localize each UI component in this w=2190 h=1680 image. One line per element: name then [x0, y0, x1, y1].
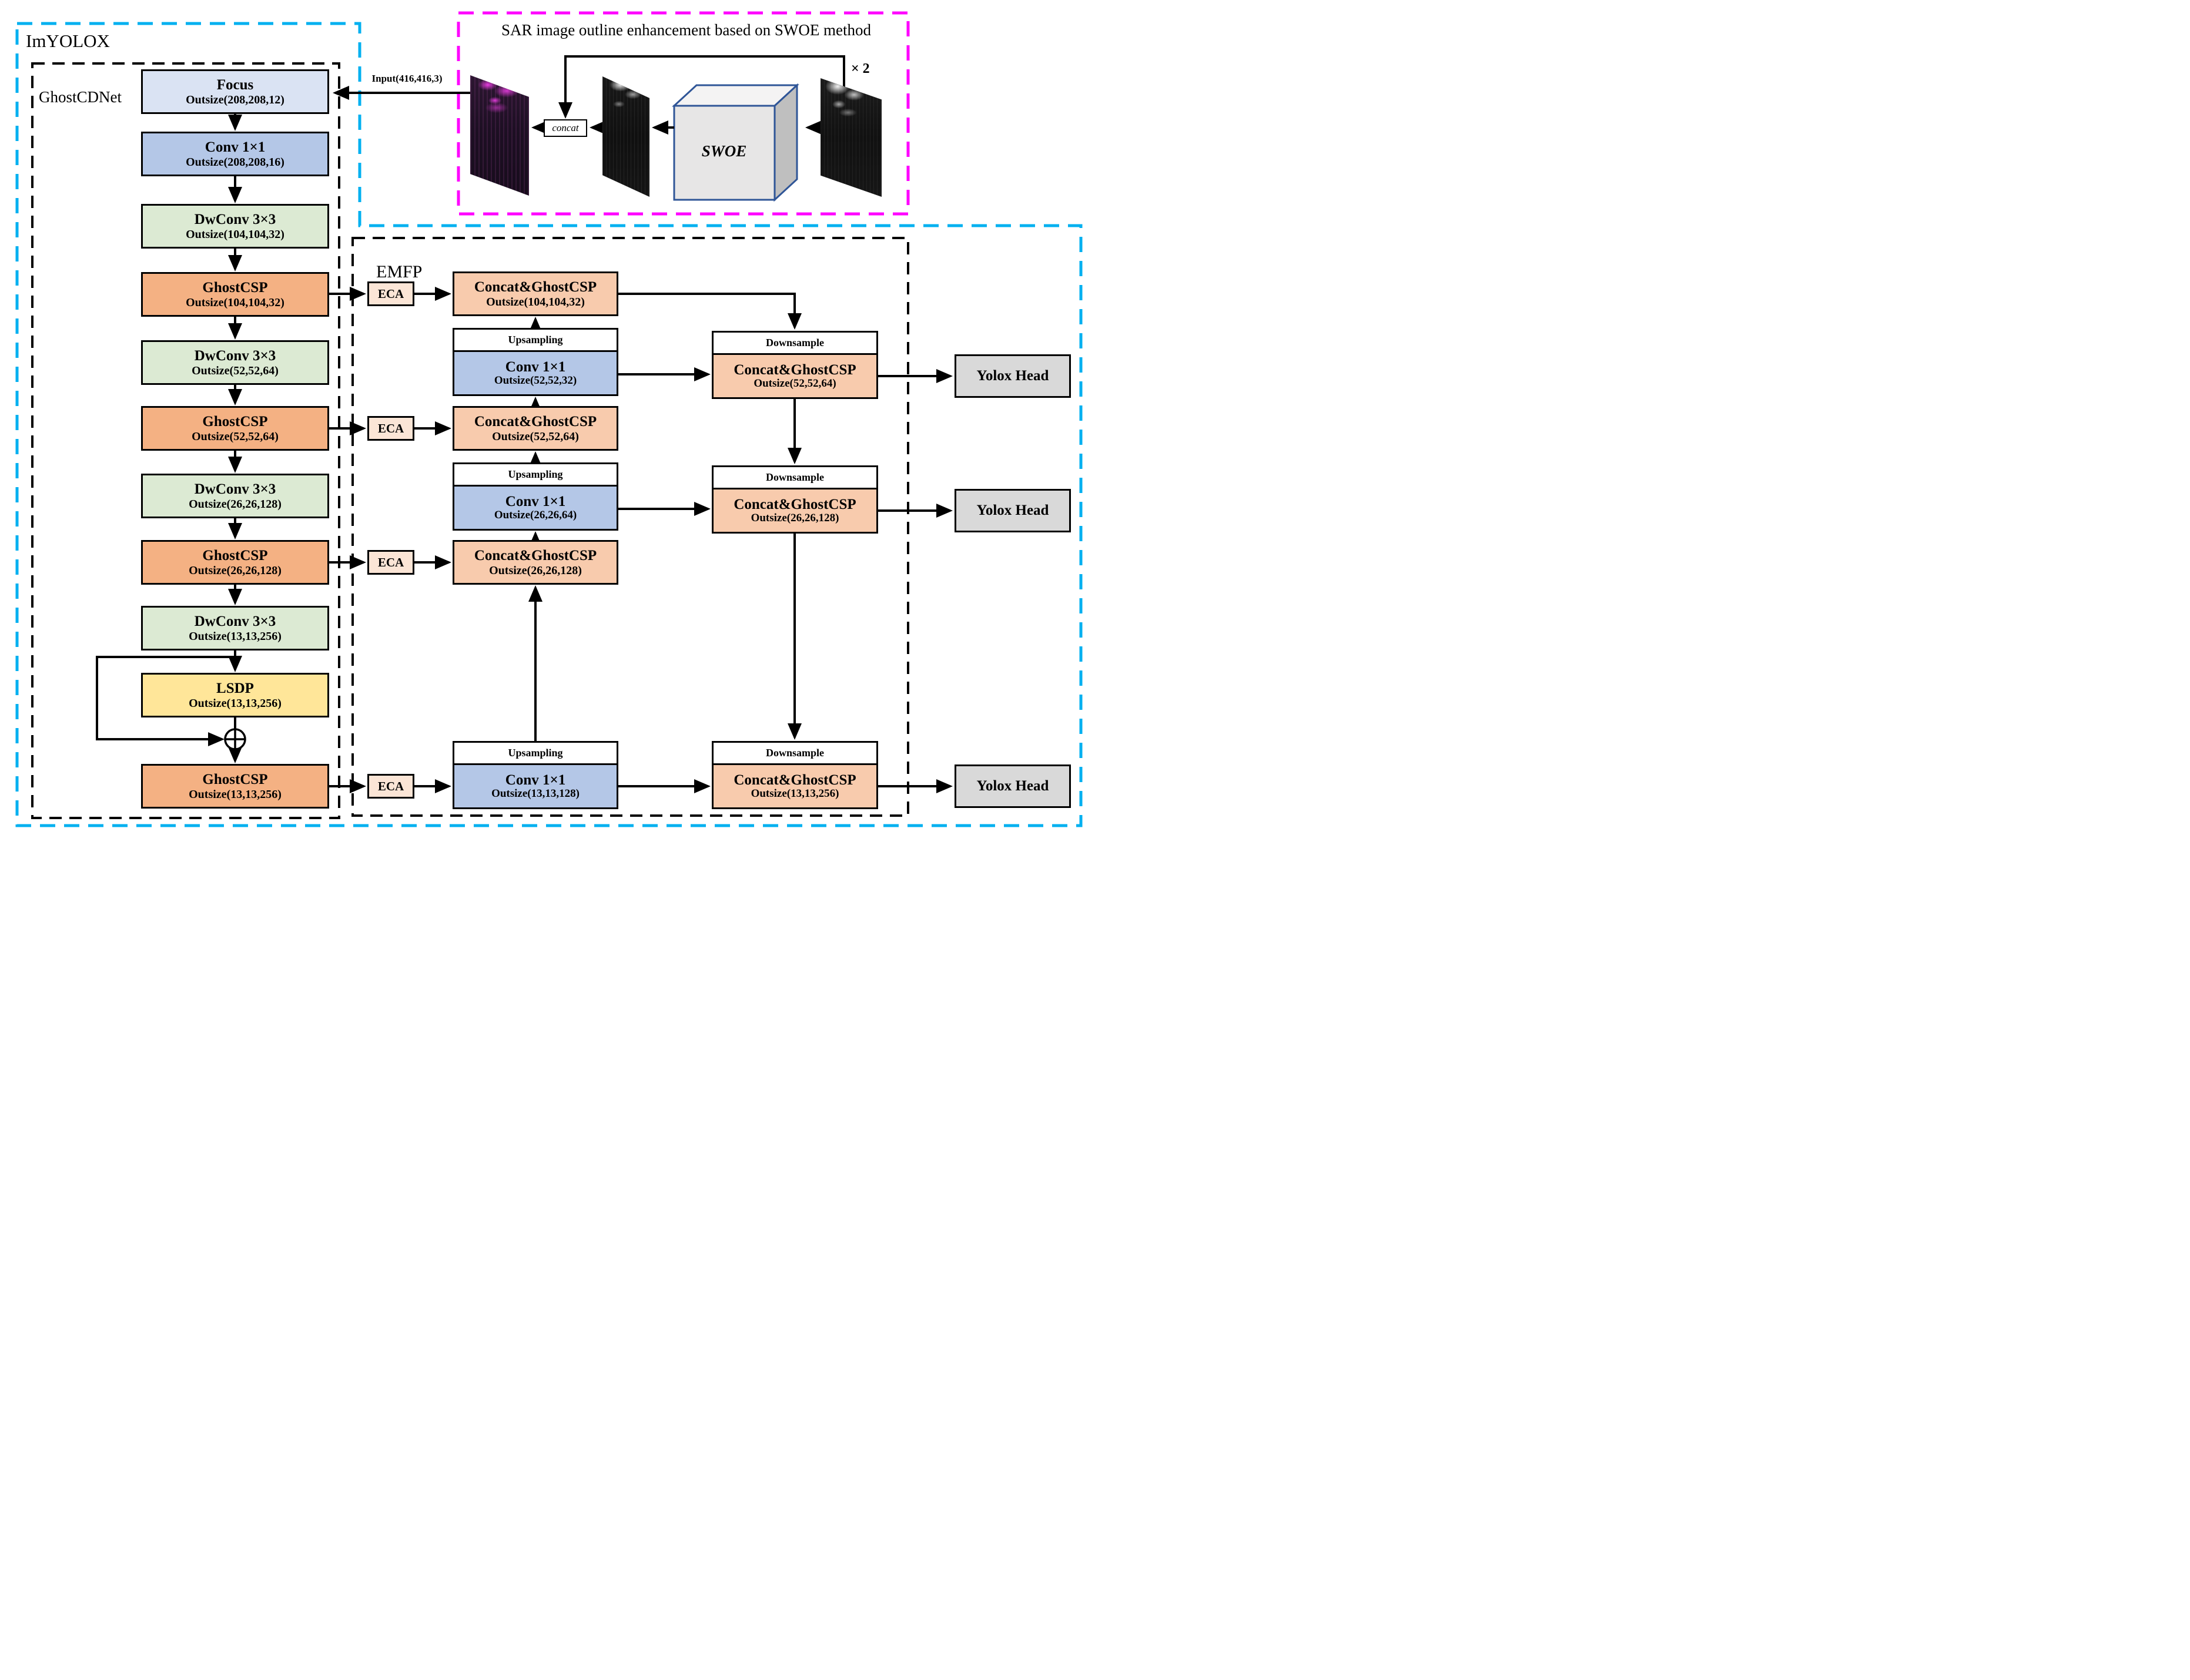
block-outsize: Outsize(104,104,32): [486, 295, 585, 308]
block-title: Concat&GhostCSP: [734, 496, 856, 512]
backbone-block-dwconv-2: DwConv 3×3 Outsize(52,52,64): [141, 340, 329, 385]
wires-and-borders: [15, 11, 1083, 827]
yolox-head-1: Yolox Head: [955, 354, 1071, 398]
neck-concat-ghostcsp-2: Concat&GhostCSP Outsize(52,52,64): [453, 406, 618, 451]
block-outsize: Outsize(208,208,12): [186, 93, 284, 106]
repeat-loop-line: [558, 55, 845, 119]
block-outsize: Outsize(208,208,16): [186, 155, 284, 169]
add-symbol: [224, 728, 246, 750]
block-outsize: Outsize(52,52,32): [494, 374, 577, 387]
sar-edge-image: [602, 76, 649, 197]
yolox-head-2: Yolox Head: [955, 489, 1071, 532]
block-title: Conv 1×1: [505, 358, 566, 375]
block-title: Conv 1×1: [505, 772, 566, 788]
block-title: GhostCSP: [202, 279, 268, 296]
block-outsize: Outsize(13,13,128): [491, 787, 580, 800]
block-outsize: Outsize(26,26,64): [494, 509, 577, 522]
upsampling-header: Upsampling: [454, 743, 617, 765]
backbone-block-focus: Focus Outsize(208,208,12): [141, 69, 329, 114]
downsample-header: Downsample: [714, 333, 876, 355]
sar-input-image: [821, 78, 882, 197]
block-title: GhostCSP: [202, 413, 268, 430]
ghostcdnet-label: GhostCDNet: [39, 88, 122, 106]
backbone-block-ghostcsp-1: GhostCSP Outsize(104,104,32): [141, 272, 329, 317]
backbone-block-dwconv-1: DwConv 3×3 Outsize(104,104,32): [141, 204, 329, 249]
block-title: LSDP: [216, 680, 254, 696]
sar-panel-border: [457, 11, 910, 216]
eca-block-4: ECA: [367, 774, 414, 799]
backbone-block-lsdp: LSDP Outsize(13,13,256): [141, 673, 329, 717]
block-outsize: Outsize(52,52,64): [754, 377, 836, 390]
neck-downsample-csp-1: Downsample Concat&GhostCSP Outsize(52,52…: [712, 331, 878, 399]
eca-block-1: ECA: [367, 281, 414, 306]
block-outsize: Outsize(52,52,64): [192, 430, 279, 443]
block-outsize: Outsize(13,13,256): [189, 629, 282, 643]
backbone-block-dwconv-3: DwConv 3×3 Outsize(26,26,128): [141, 474, 329, 518]
block-title: Conv 1×1: [505, 493, 566, 509]
backbone-block-ghostcsp-4: GhostCSP Outsize(13,13,256): [141, 764, 329, 809]
backbone-block-conv1x1: Conv 1×1 Outsize(208,208,16): [141, 132, 329, 176]
eca-block-2: ECA: [367, 416, 414, 441]
neck-concat-ghostcsp-3: Concat&GhostCSP Outsize(26,26,128): [453, 540, 618, 585]
block-outsize: Outsize(52,52,64): [492, 430, 579, 443]
eca-block-3: ECA: [367, 550, 414, 575]
block-outsize: Outsize(13,13,256): [189, 696, 282, 710]
backbone-block-ghostcsp-3: GhostCSP Outsize(26,26,128): [141, 540, 329, 585]
neck-upsampling-conv-1: Upsampling Conv 1×1 Outsize(52,52,32): [453, 328, 618, 396]
neck-concat-ghostcsp-1: Concat&GhostCSP Outsize(104,104,32): [453, 271, 618, 316]
repeat-times-label: × 2: [851, 61, 870, 76]
arrows: [96, 55, 953, 793]
concat-box: concat: [544, 119, 587, 137]
block-outsize: Outsize(26,26,128): [189, 497, 282, 511]
block-title: Concat&GhostCSP: [734, 361, 856, 378]
neck-upsampling-conv-2: Upsampling Conv 1×1 Outsize(26,26,64): [453, 462, 618, 531]
block-outsize: Outsize(26,26,128): [751, 512, 839, 525]
neck-downsample-csp-2: Downsample Concat&GhostCSP Outsize(26,26…: [712, 465, 878, 534]
backbone-block-dwconv-4: DwConv 3×3 Outsize(13,13,256): [141, 606, 329, 650]
yolox-head-3: Yolox Head: [955, 764, 1071, 808]
upsampling-header: Upsampling: [454, 330, 617, 352]
sar-panel-title: SAR image outline enhancement based on S…: [501, 21, 872, 39]
region-borders: [15, 11, 1083, 827]
block-title: DwConv 3×3: [194, 211, 276, 227]
block-title: DwConv 3×3: [194, 481, 276, 497]
emfp-label: EMFP: [376, 262, 423, 281]
emfp-region-border: [351, 237, 909, 817]
block-outsize: Outsize(52,52,64): [192, 364, 279, 377]
neck-downsample-csp-3: Downsample Concat&GhostCSP Outsize(13,13…: [712, 741, 878, 809]
backbone-block-ghostcsp-2: GhostCSP Outsize(52,52,64): [141, 406, 329, 451]
imyolox-region-border: [15, 22, 1083, 827]
downsample-header: Downsample: [714, 467, 876, 489]
block-title: Concat&GhostCSP: [474, 279, 597, 295]
sar-enhanced-image: [470, 75, 529, 196]
block-outsize: Outsize(26,26,128): [189, 564, 282, 577]
input-size-label: Input(416,416,3): [371, 73, 443, 84]
swoe-cube-label: SWOE: [701, 142, 747, 160]
imyolox-label: ImYOLOX: [26, 31, 110, 51]
architecture-diagram: ImYOLOX GhostCDNet EMFP SAR image outlin…: [0, 0, 1095, 840]
neck-upsampling-conv-3: Upsampling Conv 1×1 Outsize(13,13,128): [453, 741, 618, 809]
block-title: DwConv 3×3: [194, 347, 276, 364]
ghostcdnet-region-border: [31, 62, 340, 819]
block-title: Focus: [216, 76, 254, 93]
block-title: GhostCSP: [202, 771, 268, 787]
block-title: Concat&GhostCSP: [474, 413, 597, 430]
swoe-cube: [672, 83, 799, 202]
block-outsize: Outsize(104,104,32): [186, 296, 284, 309]
block-outsize: Outsize(13,13,256): [189, 787, 282, 801]
block-title: GhostCSP: [202, 547, 268, 564]
block-title: DwConv 3×3: [194, 613, 276, 629]
downsample-header: Downsample: [714, 743, 876, 765]
block-title: Concat&GhostCSP: [734, 772, 856, 788]
block-title: Concat&GhostCSP: [474, 547, 597, 564]
block-outsize: Outsize(104,104,32): [186, 227, 284, 241]
lsdp-skip-connection: [96, 656, 235, 746]
block-outsize: Outsize(13,13,256): [751, 787, 839, 800]
block-outsize: Outsize(26,26,128): [489, 564, 582, 577]
block-title: Conv 1×1: [205, 139, 266, 155]
upsampling-header: Upsampling: [454, 464, 617, 487]
